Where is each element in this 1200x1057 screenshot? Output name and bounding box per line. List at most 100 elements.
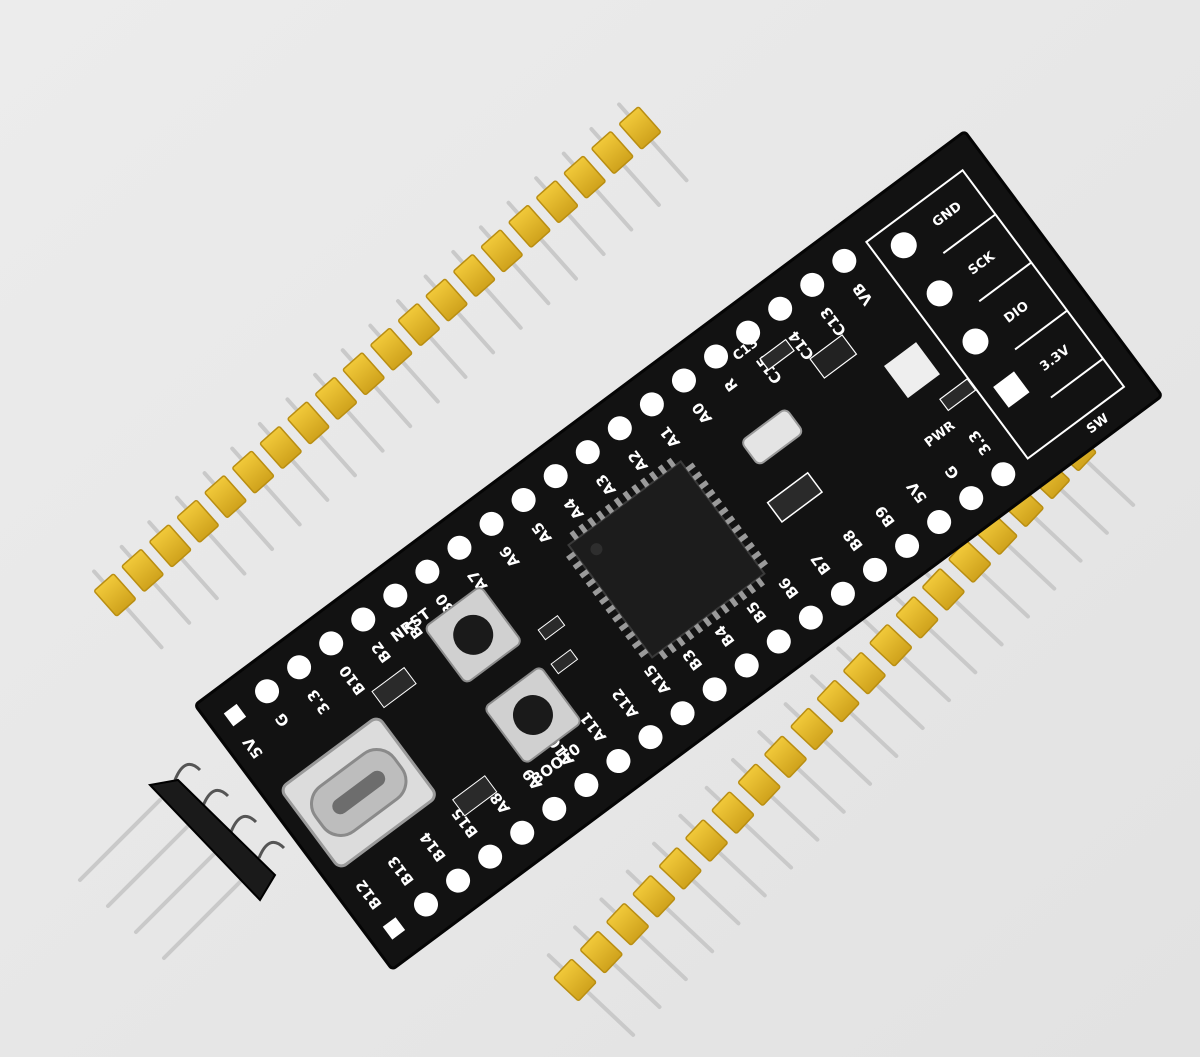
- header-right-plastic: [711, 791, 755, 834]
- chip-leg: [724, 515, 736, 525]
- header-right-plastic: [738, 763, 781, 806]
- chip-leg: [612, 613, 623, 623]
- smd-resistor-1: [550, 649, 579, 675]
- pad-bottom: [895, 533, 920, 558]
- black-header-body: [147, 778, 277, 902]
- chip-leg: [579, 569, 590, 579]
- chip-leg: [640, 477, 650, 488]
- chip-leg: [676, 636, 686, 647]
- chip-leg: [667, 643, 677, 654]
- header-right-plastic: [659, 847, 702, 890]
- mcu-chip: [566, 457, 769, 660]
- header-right-plastic: [606, 903, 649, 946]
- chip-leg: [729, 596, 739, 608]
- header-right-plastic: [790, 707, 834, 750]
- chip-leg: [648, 470, 659, 482]
- chip-leg: [595, 510, 606, 521]
- regulator: [766, 471, 824, 523]
- pad-top: [351, 607, 376, 632]
- chip-leg: [658, 649, 668, 660]
- header-left-plastic: [619, 106, 661, 150]
- pad-top: [287, 655, 312, 680]
- chip-leg: [718, 506, 729, 516]
- black-header-pin-bend: [229, 814, 258, 833]
- chip-leg: [618, 622, 629, 632]
- header-left-plastic: [259, 426, 302, 469]
- swd-pad-square: [993, 371, 1030, 408]
- pin-header-upper-left: [92, 102, 689, 650]
- chip-leg: [692, 471, 703, 481]
- header-left-plastic: [287, 401, 330, 445]
- header-right-plastic: [764, 735, 807, 778]
- black-right-angle-header: [78, 762, 286, 960]
- chip-leg: [631, 484, 641, 495]
- pad-bottom: [927, 510, 952, 535]
- chip-leg: [744, 541, 755, 552]
- pin-row-top: [255, 248, 857, 704]
- header-left-plastic: [370, 327, 413, 371]
- white-pad: [884, 342, 940, 399]
- chip-leg: [638, 648, 649, 658]
- smd-transistor: [809, 334, 858, 379]
- swd-divider: [978, 261, 1032, 303]
- black-header-pin: [162, 876, 246, 960]
- chip-leg: [566, 551, 577, 561]
- pad-bottom: [702, 677, 727, 702]
- pad-top: [479, 511, 504, 536]
- header-left-plastic: [315, 377, 357, 420]
- pcb-board: 5VG3.3B10B2B1B0A7A6A5A4A3A2A1A0RC15C14C1…: [195, 131, 1162, 970]
- chip-leg: [693, 623, 704, 634]
- smd-resistor-2: [537, 614, 566, 641]
- header-left-plastic: [342, 352, 385, 396]
- header-left-plastic: [591, 131, 634, 174]
- chip-leg: [578, 523, 588, 534]
- chip-leg: [587, 516, 597, 528]
- pad-top: [575, 440, 600, 465]
- header-left-plastic: [563, 155, 606, 199]
- pad-top: [704, 344, 729, 369]
- pad-top: [415, 559, 440, 584]
- chip-leg: [685, 462, 696, 472]
- header-left-plastic: [536, 180, 579, 224]
- chip-leg: [631, 639, 642, 650]
- pad-top: [736, 320, 761, 345]
- header-right-plastic: [869, 624, 912, 667]
- pad-top: [383, 583, 408, 608]
- header-left-plastic: [121, 549, 164, 592]
- smd-resistor-3: [452, 775, 498, 817]
- header-left-plastic: [149, 524, 192, 568]
- pad-top: [511, 487, 536, 512]
- header-right-plastic: [632, 875, 676, 918]
- header-left-plastic: [425, 278, 468, 322]
- chip-leg: [720, 603, 730, 614]
- chip-leg: [751, 550, 762, 561]
- chip-leg: [737, 590, 748, 601]
- pad-bottom: [542, 796, 567, 821]
- header-left-plastic: [232, 450, 275, 494]
- header-right-plastic: [843, 652, 886, 695]
- pad-bottom: [574, 772, 599, 797]
- pad-bottom: [798, 605, 823, 630]
- pad-bottom: [446, 868, 471, 893]
- pad-bottom: [414, 892, 439, 917]
- chip-leg: [604, 503, 615, 515]
- pad-top: [671, 368, 696, 393]
- pad-bottom: [510, 820, 535, 845]
- header-right-plastic: [895, 596, 939, 639]
- header-left-plastic: [398, 303, 440, 346]
- pad-top: [768, 296, 793, 321]
- header-left-plastic: [204, 475, 247, 518]
- chip-leg: [657, 464, 668, 475]
- black-header-pin: [78, 798, 162, 882]
- pad-top: [255, 679, 280, 704]
- chip-leg: [625, 630, 636, 641]
- nrst-button[interactable]: [424, 586, 522, 684]
- chip-leg: [711, 610, 721, 621]
- chip-leg: [746, 583, 757, 595]
- black-header-pin-bend: [201, 788, 230, 807]
- boot0-button[interactable]: [484, 666, 582, 764]
- header-right-plastic: [580, 931, 623, 974]
- pad-bottom: [863, 557, 888, 582]
- chip-leg: [698, 480, 709, 490]
